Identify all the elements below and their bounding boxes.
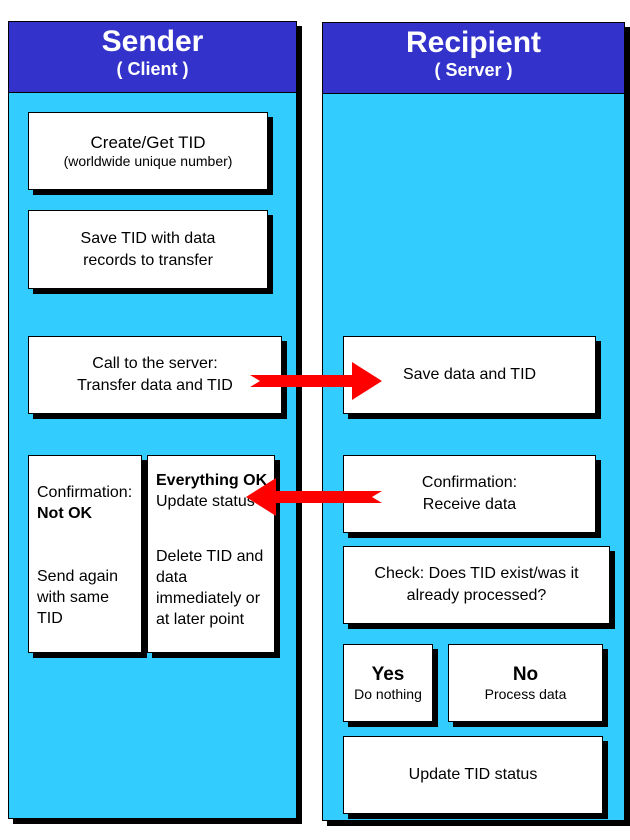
sender-subtitle: ( Client ) bbox=[116, 59, 189, 79]
recipient-header: Recipient ( Server ) bbox=[323, 23, 624, 94]
confirm-not-ok-line5: TID bbox=[37, 610, 63, 627]
call-server-line1: Call to the server: bbox=[92, 355, 218, 372]
check-line2: already processed? bbox=[406, 587, 547, 604]
no-note: Process data bbox=[484, 686, 567, 702]
everything-ok-box: Everything OK Update status Delete TID a… bbox=[147, 455, 275, 653]
transfer-arrow-shape bbox=[250, 362, 382, 400]
yes-title: Yes bbox=[371, 664, 405, 685]
check-line1: Check: Does TID exist/was it bbox=[374, 565, 579, 582]
everything-ok-line6: at later point bbox=[156, 611, 245, 628]
confirm-not-ok-box: Confirmation: Not OK Send again with sam… bbox=[28, 455, 142, 653]
yes-note: Do nothing bbox=[354, 686, 422, 702]
confirm-receive-line1: Confirmation: bbox=[421, 474, 518, 491]
everything-ok-line3: Delete TID and bbox=[156, 548, 264, 565]
update-tid-text: Update TID status bbox=[408, 766, 538, 783]
confirm-not-ok-line4: with same bbox=[37, 589, 110, 606]
confirm-arrow bbox=[246, 478, 382, 516]
yes-box: Yes Do nothing bbox=[343, 644, 433, 722]
save-data-text: Save data and TID bbox=[402, 366, 537, 383]
transfer-arrow bbox=[250, 362, 382, 400]
everything-ok-line1: Everything OK bbox=[156, 472, 268, 489]
confirm-not-ok-line2: Not OK bbox=[37, 505, 93, 522]
save-data-box: Save data and TID bbox=[343, 336, 596, 414]
confirm-not-ok-line3: Send again bbox=[37, 568, 118, 585]
recipient-title: Recipient bbox=[405, 26, 542, 59]
create-tid-note: (worldwide unique number) bbox=[63, 153, 233, 169]
check-box: Check: Does TID exist/was it already pro… bbox=[343, 546, 610, 624]
everything-ok-line2: Update status bbox=[156, 493, 255, 510]
confirm-receive-box: Confirmation: Receive data bbox=[343, 455, 596, 533]
save-tid-line2: records to transfer bbox=[83, 251, 213, 269]
update-tid-box: Update TID status bbox=[343, 736, 603, 814]
no-title: No bbox=[512, 664, 539, 685]
call-server-line2: Transfer data and TID bbox=[77, 377, 233, 394]
no-box: No Process data bbox=[448, 644, 603, 722]
create-tid-title: Create/Get TID bbox=[90, 133, 206, 152]
everything-ok-line5: immediately or bbox=[156, 590, 261, 607]
save-tid-box: Save TID with data records to transfer bbox=[28, 210, 268, 289]
save-tid-line1: Save TID with data bbox=[80, 229, 216, 247]
confirm-not-ok-line1: Confirmation: bbox=[37, 484, 133, 501]
confirm-arrow-shape bbox=[246, 478, 382, 516]
create-tid-box: Create/Get TID (worldwide unique number) bbox=[28, 112, 268, 190]
sender-header: Sender ( Client ) bbox=[9, 22, 296, 93]
recipient-subtitle: ( Server ) bbox=[434, 60, 513, 80]
confirm-receive-line2: Receive data bbox=[422, 496, 517, 513]
sender-title: Sender bbox=[101, 25, 204, 58]
call-server-box: Call to the server: Transfer data and TI… bbox=[28, 336, 282, 414]
everything-ok-line4: data bbox=[156, 569, 188, 586]
